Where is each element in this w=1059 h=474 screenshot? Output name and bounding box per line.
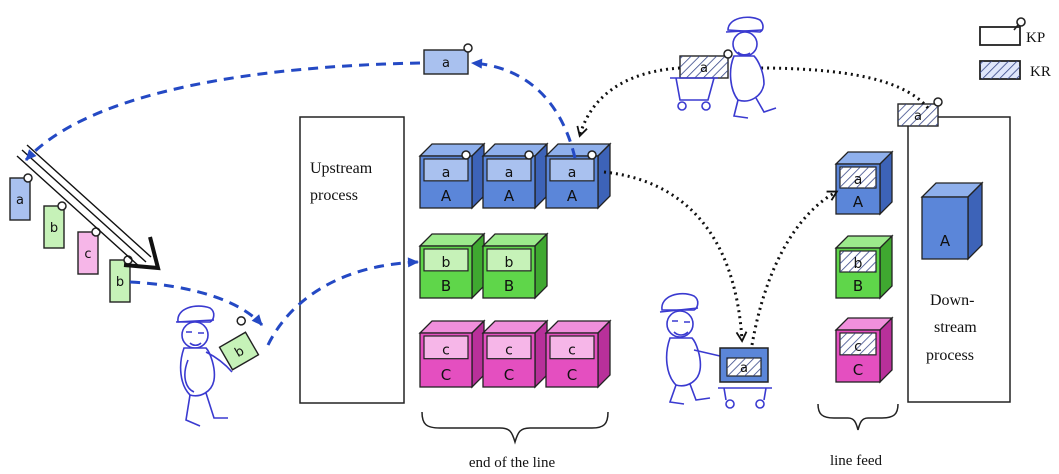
box-label-C: C <box>853 361 863 379</box>
card-label-c: c <box>442 343 450 359</box>
card-label-a: a <box>505 165 514 181</box>
box-label-A: A <box>441 187 452 205</box>
legend: KP KR <box>979 17 1051 80</box>
downstream-label-line3: process <box>926 347 974 364</box>
box-green: bB <box>418 232 486 300</box>
conveyor-arrow <box>16 144 161 271</box>
conveyor-card-b: b <box>43 201 67 249</box>
downstream-box-blue: A <box>920 181 984 261</box>
legend-kp-label: KP <box>1026 30 1045 46</box>
box-blue: aA <box>481 142 549 210</box>
box-label-C: C <box>504 366 514 384</box>
loose-kanban-cards: a b c b a b a a <box>9 43 943 371</box>
legend-kr: KR <box>979 60 1051 80</box>
card-label-b: b <box>116 275 124 290</box>
cart-card-a-label: a <box>740 361 748 376</box>
card-label-a: a <box>16 193 24 208</box>
linefeed-box-green: bB <box>834 234 894 300</box>
box-blue: aA <box>544 142 612 210</box>
kanban-card <box>486 335 532 360</box>
box-label-C: C <box>441 366 451 384</box>
kanban-card <box>549 158 595 182</box>
legend-kr-label: KR <box>1030 64 1051 80</box>
box-pink: cC <box>481 319 549 389</box>
card-label-a: a <box>914 109 922 124</box>
kanban-card <box>423 158 469 182</box>
card-label-b: b <box>854 256 863 272</box>
card-ring-icon <box>236 316 246 326</box>
card-label-a: a <box>700 61 708 76</box>
box-pink: cC <box>544 319 612 389</box>
kanban-card <box>549 335 595 360</box>
box-label-A: A <box>853 193 864 211</box>
kanban-card <box>423 335 469 360</box>
end-of-line-label: end of the line <box>469 455 556 471</box>
card-ring-icon <box>524 150 534 160</box>
card-ring-icon <box>463 43 473 53</box>
card-label-c: c <box>84 247 91 262</box>
linefeed-box-pink: cC <box>834 316 894 384</box>
downstream-label-line1: Down- <box>930 292 974 309</box>
kanban-card <box>486 158 532 182</box>
worker-left-icon <box>175 305 233 427</box>
box-label-B: B <box>853 277 863 295</box>
box-blue: aA <box>418 142 486 210</box>
box-label-A: A <box>940 232 951 250</box>
card-ring-icon <box>587 150 597 160</box>
worker-carrying-top-icon <box>670 16 777 119</box>
card-label-a: a <box>442 165 451 181</box>
blue-dashed-arrows <box>24 58 577 346</box>
card-label-b: b <box>442 255 451 271</box>
card-ring-icon <box>933 97 943 107</box>
worker-cart-bottom-icon <box>659 292 772 409</box>
cart-kr-card-a: a <box>679 49 733 79</box>
box-pink: cC <box>418 319 486 389</box>
card-label-c: c <box>854 339 862 355</box>
line-feed-label: line feed <box>830 453 883 469</box>
box-label-A: A <box>504 187 515 205</box>
conveyor-card-b-2: b <box>109 255 133 303</box>
card-ring-icon <box>723 49 733 59</box>
card-ring-icon <box>461 150 471 160</box>
kanban-card <box>486 248 532 272</box>
card-label-c: c <box>568 343 576 359</box>
linefeed-box-blue: aA <box>834 150 894 216</box>
card-label-a: a <box>568 165 577 181</box>
downstream-kr-card-e: a <box>897 97 943 127</box>
legend-kp: KP <box>979 17 1045 46</box>
card-label-b: b <box>50 221 58 236</box>
card-ring-icon <box>23 173 33 183</box>
line-feed-brace <box>817 403 899 431</box>
card-label-a: a <box>442 56 450 71</box>
kanban-card <box>423 248 469 272</box>
card-label-c: c <box>505 343 513 359</box>
card-ring-icon <box>57 201 67 211</box>
box-label-B: B <box>504 277 514 295</box>
downstream-label-line2: stream <box>934 319 977 336</box>
box-green: bB <box>481 232 549 300</box>
end-of-line-brace <box>421 411 609 445</box>
box-label-A: A <box>567 187 578 205</box>
upstream-label-line2: process <box>310 187 358 204</box>
card-label-b: b <box>505 255 514 271</box>
box-label-C: C <box>567 366 577 384</box>
returning-card-a: a <box>423 43 473 75</box>
cart-box: a <box>719 347 769 383</box>
card-label-a: a <box>854 172 863 188</box>
conveyor-card-a: a <box>9 173 33 221</box>
upstream-label-line1: Upstream <box>310 160 373 177</box>
dotted-arrows <box>576 62 930 346</box>
upstream-process-box: Upstream process <box>299 116 405 404</box>
conveyor-card-c: c <box>77 227 101 275</box>
worker-card-b: b <box>218 316 260 371</box>
box-label-B: B <box>441 277 451 295</box>
